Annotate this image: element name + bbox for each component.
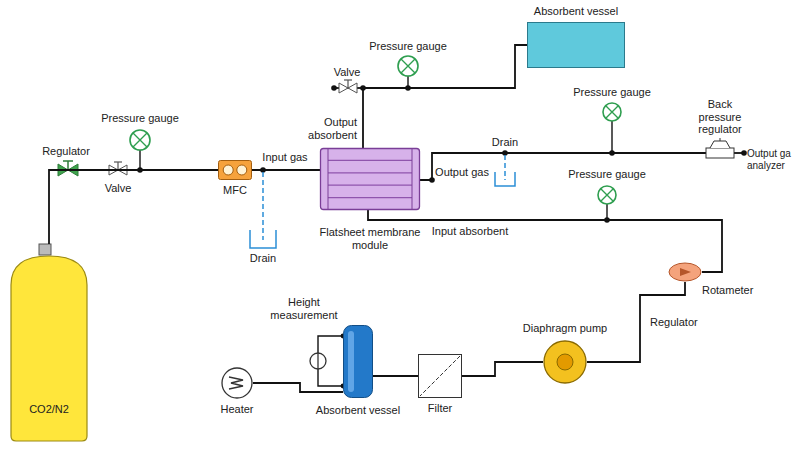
label-holder: Input gas [260,151,309,164]
part-label: Drain [492,136,518,149]
filter-outline [418,354,462,398]
label-holder: Regulator [650,316,698,329]
tank-outline [527,22,625,68]
vessel-outline [343,325,373,398]
rotameter: Rotameter [668,262,702,282]
height-measurement-symbol [310,334,345,389]
edge-label: Input gas [260,151,309,164]
label-holder: Regulator [42,145,90,158]
part-label: Output ga analyzer [747,148,795,171]
pipe-connector [253,383,343,392]
absorbent-vessel: Absorbent vessel [343,325,373,398]
pipe-connector [49,170,218,244]
part-label: Pressure gauge [573,86,651,99]
label-holder: Drain [492,136,518,149]
drain-symbol [495,150,515,186]
pipe-connector [252,169,320,171]
label-holder: Height measurement [265,296,343,321]
filter: Filter [418,354,462,398]
part-label: Output gas [435,166,489,179]
edge-label: Input absorbent [430,225,510,238]
absorbent-tank: Absorbent vessel [527,22,625,68]
rotameter-outline [668,262,702,282]
label-holder: Pressure gauge [369,40,447,53]
node-caption: Flatsheet membrane module [314,226,426,251]
label-holder: Absorbent vessel [316,404,400,417]
node-caption: Absorbent vessel [534,5,618,18]
pressure-gauge-symbol [398,56,418,91]
pipe-connector [368,210,722,272]
valve-symbol [109,162,127,175]
label-holder: Diaphragm pump [523,322,607,335]
label-holder: Output gas [435,166,489,179]
pipe-connector [373,375,418,377]
pressure-gauge-symbol [598,186,616,223]
pressure-gauge-symbol [130,130,150,173]
output-gas-line [420,150,747,183]
part-label: Drain [250,252,276,265]
part-label: Height measurement [265,296,343,321]
edge-label: Output absorbent [299,116,359,141]
label-holder: Valve [334,66,361,79]
node-text: CO2/N2 [10,403,88,416]
heater: Heater [221,367,253,399]
membrane-module: Flatsheet membrane module [320,148,420,210]
label-holder: MFC [223,184,247,197]
label-holder: Output ga analyzer [747,148,795,171]
part-label: Pressure gauge [101,112,179,125]
label-holder: Back pressure regulator [692,98,748,136]
cylinder-neck [39,244,51,255]
diaphragm-pump: Diaphragm pump [543,340,587,384]
mfc-outline [218,160,252,180]
node-caption: Heater [220,403,253,416]
label-holder: Absorbent vessel [534,5,618,18]
module-outline [320,148,420,210]
part-label: Pressure gauge [369,40,447,53]
gas-cylinder: CO2/N2 [10,255,88,442]
label-holder: Heater [220,403,253,416]
node-caption: Filter [428,402,452,415]
part-label: Valve [334,66,361,79]
node-caption: MFC [223,184,247,197]
part-label: Back pressure regulator [692,98,748,136]
pipe-connector [462,362,543,376]
part-label: Valve [105,182,132,195]
label-holder: Filter [428,402,452,415]
gas-regulator-symbol [58,161,78,176]
node-caption: Absorbent vessel [316,404,400,417]
pump-outline [543,340,587,384]
drain-symbol [250,167,276,248]
flow-controller: MFC [218,160,252,180]
label-holder: Valve [105,182,132,195]
back-pressure-regulator-symbol [706,138,734,158]
node-caption: Diaphragm pump [523,322,607,335]
label-holder: Pressure gauge [568,168,646,181]
label-holder: Input absorbent [430,225,510,238]
label-holder: Drain [250,252,276,265]
valve-stub-line [331,80,366,93]
pressure-gauge-symbol [603,103,621,156]
label-holder: CO2/N2 [10,403,88,416]
part-label: Pressure gauge [568,168,646,181]
label-holder: Flatsheet membrane module [314,226,426,251]
part-label: Regulator [42,145,90,158]
label-holder: Output absorbent [299,116,359,141]
node-caption: Rotameter [702,284,753,297]
heater-outline [221,367,253,399]
part-label: Regulator [650,316,698,329]
pipe-connector [363,45,527,148]
label-holder: Pressure gauge [101,112,179,125]
label-holder: Rotameter [702,284,753,297]
label-holder: Pressure gauge [573,86,651,99]
